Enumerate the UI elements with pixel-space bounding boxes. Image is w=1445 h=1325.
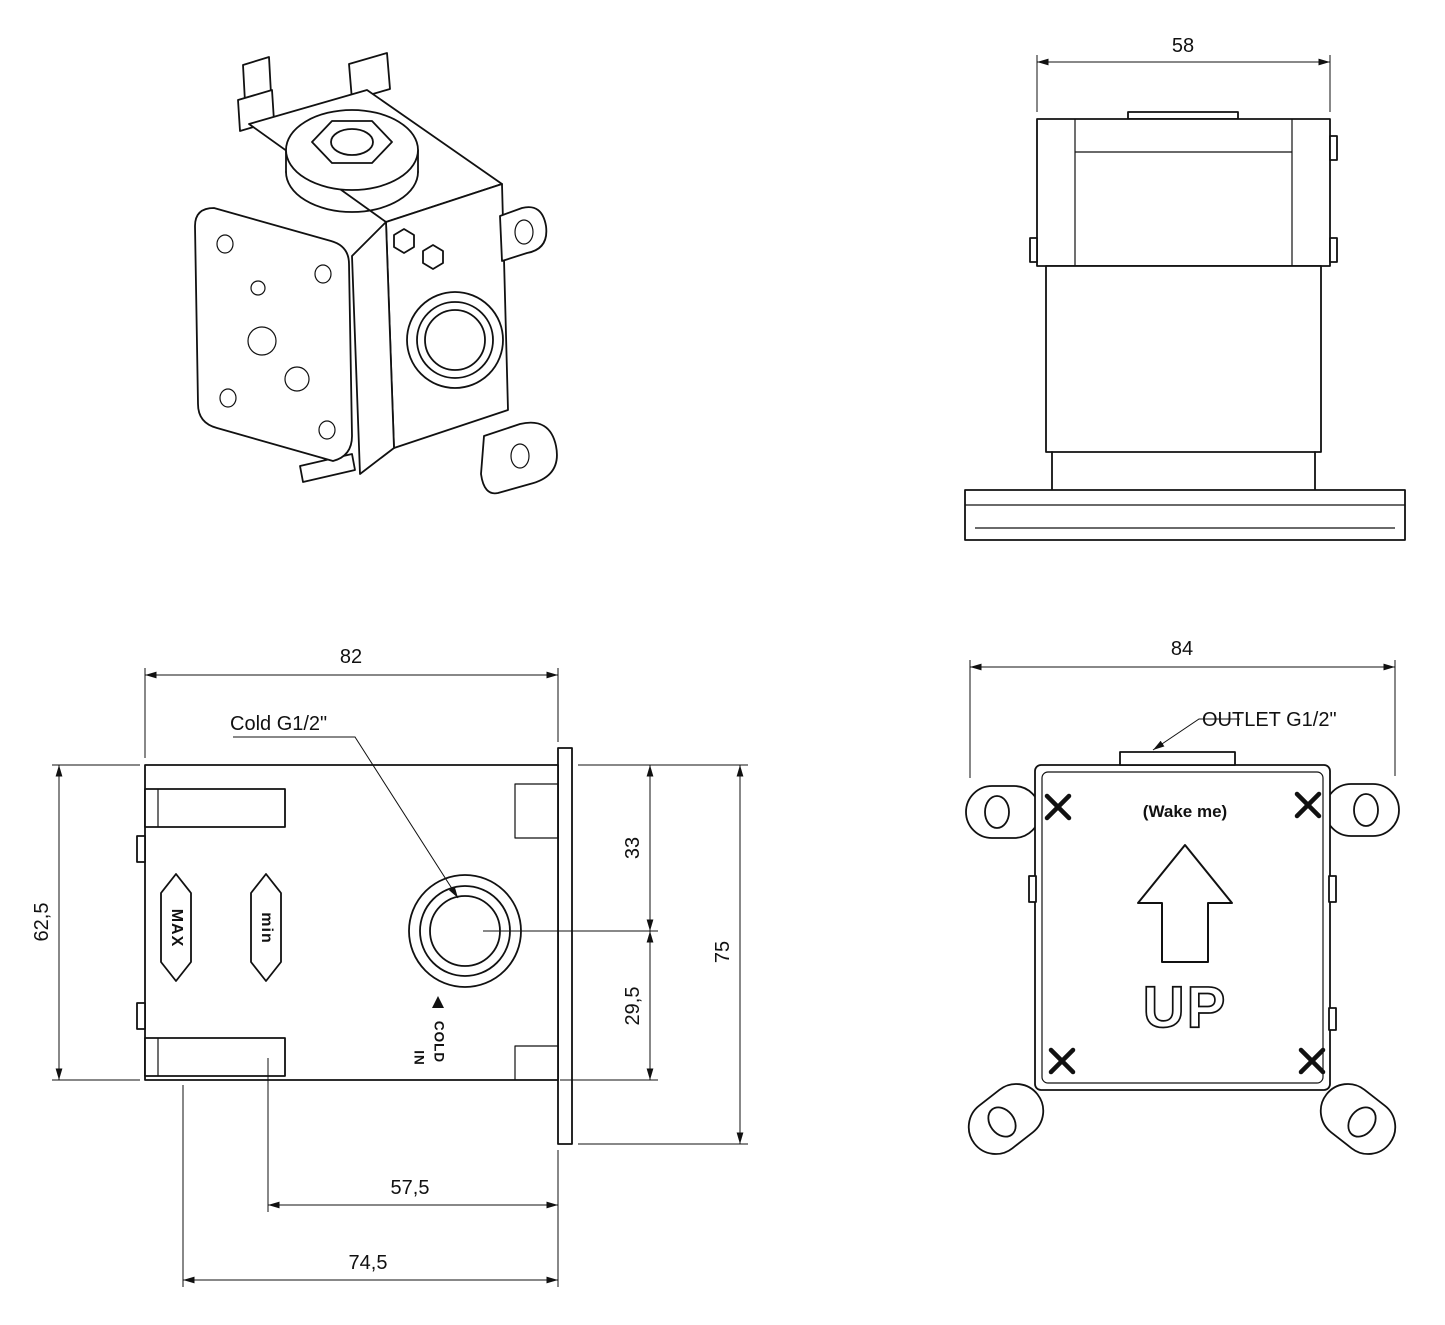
- outlet-label: OUTLET G1/2": [1202, 709, 1337, 731]
- plate-screw-hole: [216, 234, 234, 254]
- clip-rail-bottom: [144, 1037, 286, 1077]
- dim-width-84: 84: [969, 638, 1396, 778]
- side-profile-view: 58: [964, 35, 1406, 541]
- side-clip: [1329, 237, 1338, 263]
- plate-center-hole-medium: [284, 366, 310, 392]
- dim-75: 75: [578, 765, 748, 1145]
- dim-29-5: 29,5: [560, 931, 658, 1081]
- dim-width-58: 58: [1036, 35, 1331, 112]
- cold-emboss-label: COLD: [431, 1021, 446, 1063]
- iso-inlet-boss-mid: [416, 301, 494, 379]
- iso-mounting-plate: [194, 207, 353, 462]
- dim-text-57-5: 57,5: [391, 1177, 430, 1199]
- dim-33: 33: [483, 764, 748, 932]
- dim-height-62-5: 62,5: [31, 764, 140, 1081]
- iso-back-clip: [348, 52, 391, 101]
- dim-text-75: 75: [712, 941, 734, 963]
- iso-top-ear: [499, 206, 548, 262]
- up-arrow-emboss: [1137, 844, 1233, 963]
- isometric-view: [194, 52, 558, 495]
- dim-text-62-5: 62,5: [31, 903, 53, 942]
- min-emboss-outline: [250, 873, 282, 982]
- in-emboss-label: IN: [411, 1050, 426, 1066]
- dim-text-29-5: 29,5: [622, 987, 644, 1026]
- plate-center-hole-small: [250, 280, 266, 296]
- min-label: min: [258, 912, 275, 943]
- side-outlet-stub: [1127, 111, 1239, 120]
- screw-bottom-left: [1048, 1047, 1076, 1075]
- clip-rail-top: [144, 788, 286, 828]
- plate-screw-hole: [219, 388, 237, 408]
- body-step: [514, 1045, 558, 1080]
- outlet-stub-side: [514, 783, 559, 839]
- dim-width-82: 82: [144, 646, 559, 758]
- outlet-stub-front: [1119, 751, 1236, 766]
- clip-tab: [136, 835, 146, 863]
- iso-hex-nut: [422, 244, 444, 270]
- side-lower-body: [1045, 265, 1322, 453]
- screw-top-right: [1294, 791, 1322, 819]
- plate-screw-hole: [314, 264, 332, 284]
- cold-inlet-label: Cold G1/2": [230, 713, 327, 735]
- iso-front-edge: [351, 221, 395, 475]
- dim-text-84: 84: [1171, 638, 1193, 660]
- box-side-clip: [1328, 875, 1337, 903]
- ear-slot: [1353, 793, 1379, 827]
- up-label: UP: [1143, 975, 1228, 1040]
- dim-text-74-5: 74,5: [349, 1252, 388, 1274]
- max-emboss-outline: [160, 873, 192, 982]
- box-inner-contour: [1041, 771, 1324, 1084]
- iso-hex-nut: [393, 228, 415, 254]
- plate-center-hole-large: [247, 326, 277, 356]
- mount-ear-bottom-left: [967, 1083, 1045, 1155]
- ear-slot: [1347, 1106, 1377, 1138]
- front-orientation-view: (Wake me) UP OUTLET G1/2" 84: [965, 638, 1400, 1155]
- iso-bottom-ear-hole: [510, 443, 530, 469]
- brand-label: (Wake me): [1143, 802, 1227, 821]
- side-clip: [1329, 135, 1338, 161]
- dim-text-58: 58: [1172, 35, 1194, 57]
- dim-text-33: 33: [622, 837, 644, 859]
- screw-bottom-right: [1298, 1047, 1326, 1075]
- iso-inlet-boss-outer: [406, 291, 504, 389]
- clip-tab: [136, 1002, 146, 1030]
- mount-ear-top-left: [965, 785, 1041, 839]
- side-clip: [1029, 237, 1038, 263]
- box-side-clip: [1028, 875, 1037, 903]
- box-side-clip: [1328, 1007, 1337, 1031]
- dim-74-5: 74,5: [182, 1085, 559, 1287]
- side-upper-body: [1036, 118, 1331, 267]
- iso-center-bore: [330, 128, 374, 156]
- ear-slot: [984, 795, 1010, 829]
- dimensioned-side-view: MAX min COLD IN Cold G1/2" 82 62,5: [31, 646, 748, 1287]
- side-base-flange: [964, 489, 1406, 541]
- max-label: MAX: [168, 909, 185, 948]
- iso-bottom-ear: [480, 421, 558, 495]
- screw-top-left: [1044, 793, 1072, 821]
- outlet-leader: OUTLET G1/2": [1152, 709, 1337, 751]
- iso-top-ear-hole: [514, 219, 534, 245]
- dim-text-82: 82: [340, 646, 362, 668]
- wall-plate-edge: [557, 747, 573, 1145]
- iso-inlet-bore: [424, 309, 486, 371]
- cold-flow-arrow-icon: [432, 996, 444, 1008]
- ear-slot: [987, 1106, 1017, 1138]
- cold-leader: Cold G1/2": [230, 713, 459, 899]
- dim-57-5: 57,5: [267, 1058, 558, 1212]
- plate-screw-hole: [318, 420, 336, 440]
- mount-ear-top-right: [1324, 783, 1400, 837]
- mount-ear-bottom-right: [1319, 1083, 1397, 1155]
